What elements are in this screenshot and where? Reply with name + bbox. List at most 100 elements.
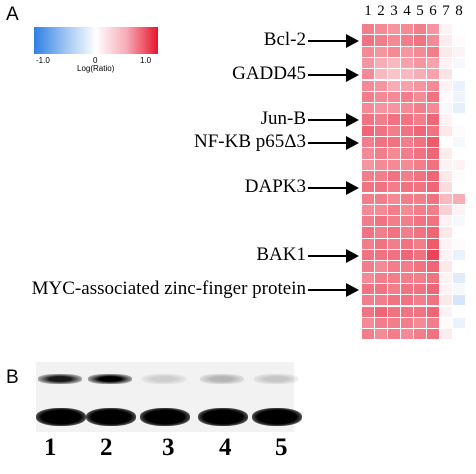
heatmap-cell: [453, 227, 465, 238]
upper-band: [88, 374, 132, 384]
heatmap-cell: [414, 24, 426, 35]
heatmap-cell: [440, 35, 452, 46]
heatmap-cell: [440, 295, 452, 306]
heatmap-cell: [440, 182, 452, 193]
heatmap-cell: [427, 182, 439, 193]
heatmap-cell: [401, 80, 413, 91]
heatmap-cell: [427, 295, 439, 306]
lane-label-2: 2: [100, 434, 113, 461]
heatmap-cell: [427, 125, 439, 136]
column-label-3: 3: [390, 3, 398, 19]
heatmap-cell: [453, 204, 465, 216]
heatmap-cell: [362, 114, 374, 125]
heatmap-cell: [440, 306, 452, 317]
heatmap-cell: [388, 69, 400, 80]
heatmap-cell: [375, 103, 387, 114]
color-scale-bar: [34, 27, 158, 54]
heatmap-cell: [453, 295, 465, 306]
heatmap-cell: [414, 238, 426, 249]
heatmap-cell: [375, 238, 387, 249]
arrow-head: [346, 282, 359, 297]
heatmap-cell: [401, 216, 413, 227]
arrow-line: [308, 39, 346, 42]
heatmap-cell: [375, 329, 387, 340]
heatmap-cell: [401, 114, 413, 125]
heatmap-cell: [427, 57, 439, 69]
gene-label: Jun-B: [260, 108, 306, 130]
heatmap-cell: [375, 261, 387, 272]
heatmap-cell: [453, 91, 465, 103]
heatmap-cell: [388, 204, 400, 216]
heatmap-cell: [388, 182, 400, 193]
heatmap-cell: [440, 80, 452, 91]
heatmap-cell: [440, 46, 452, 57]
heatmap-cell: [375, 317, 387, 329]
heatmap-cell: [362, 306, 374, 317]
heatmap-cell: [388, 46, 400, 57]
heatmap-cell: [388, 35, 400, 46]
heatmap-cell: [401, 329, 413, 340]
column-label-4: 4: [403, 3, 411, 19]
panel-b-label: B: [6, 367, 19, 388]
heatmap-cell: [427, 137, 439, 148]
heatmap-cell: [440, 137, 452, 148]
heatmap-cell: [401, 137, 413, 148]
heatmap-cell: [401, 317, 413, 329]
heatmap-cell: [388, 80, 400, 91]
heatmap-cell: [453, 69, 465, 80]
heatmap-cell: [440, 193, 452, 204]
arrow-line: [308, 73, 346, 76]
heatmap-cell: [375, 272, 387, 283]
arrow-head: [346, 180, 359, 195]
heatmap-cell: [375, 216, 387, 227]
scale-caption: Log(Ratio): [77, 64, 115, 73]
heatmap-cell: [388, 329, 400, 340]
heatmap-cell: [453, 24, 465, 35]
heatmap-cell: [453, 137, 465, 148]
heatmap-cell: [388, 227, 400, 238]
arrow-line: [308, 288, 346, 291]
heatmap-cell: [453, 125, 465, 136]
heatmap-cell: [427, 35, 439, 46]
heatmap-cell: [375, 193, 387, 204]
heatmap-cell: [401, 272, 413, 283]
heatmap-cell: [401, 227, 413, 238]
arrow-head: [346, 67, 359, 82]
heatmap-cell: [388, 295, 400, 306]
heatmap-cell: [427, 103, 439, 114]
gene-label: GADD45: [232, 62, 306, 84]
heatmap-cell: [414, 148, 426, 159]
heatmap-cell: [362, 35, 374, 46]
lane-label-4: 4: [219, 434, 232, 461]
heatmap-cell: [440, 69, 452, 80]
column-label-7: 7: [442, 3, 450, 19]
heatmap-cell: [401, 283, 413, 295]
scale-max-label: 1.0: [140, 56, 152, 65]
heatmap-cell: [401, 306, 413, 317]
lower-band: [36, 408, 86, 426]
heatmap-cell: [401, 182, 413, 193]
heatmap-cell: [362, 227, 374, 238]
heatmap-cell: [414, 204, 426, 216]
heatmap-cell: [427, 317, 439, 329]
heatmap-cell: [362, 261, 374, 272]
heatmap-cell: [362, 137, 374, 148]
heatmap-cell: [388, 250, 400, 261]
heatmap-cell: [414, 170, 426, 182]
heatmap-cell: [414, 295, 426, 306]
heatmap-cell: [440, 170, 452, 182]
heatmap-cell: [427, 261, 439, 272]
heatmap-cell: [453, 80, 465, 91]
heatmap-cell: [453, 272, 465, 283]
heatmap-cell: [401, 148, 413, 159]
heatmap-cell: [388, 159, 400, 170]
heatmap-cell: [401, 103, 413, 114]
heatmap-cell: [453, 329, 465, 340]
heatmap-cell: [362, 193, 374, 204]
heatmap-cell: [375, 35, 387, 46]
arrow-line: [308, 141, 346, 144]
heatmap-cell: [362, 57, 374, 69]
heatmap-cell: [414, 261, 426, 272]
heatmap-cell: [414, 114, 426, 125]
heatmap-cell: [362, 24, 374, 35]
